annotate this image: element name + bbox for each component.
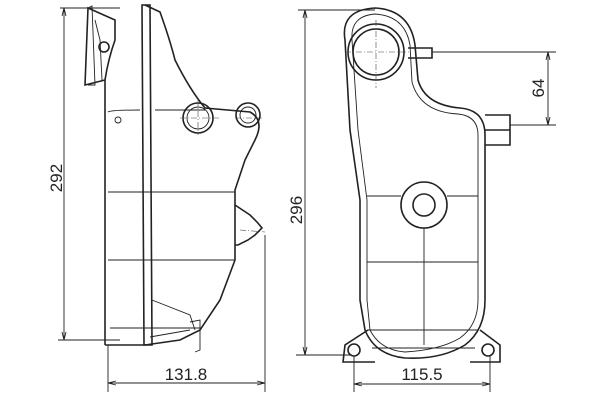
front-view-center-boss [400, 181, 448, 229]
side-view-filler-neck [182, 102, 214, 134]
side-view-filler-neck-inner [186, 106, 210, 130]
side-view-centerlines [180, 100, 266, 233]
side-view-hose-port [235, 102, 261, 128]
side-view-hose-port-inner [239, 106, 257, 124]
dimension-lines [58, 7, 556, 392]
side-view [84, 4, 266, 353]
front-view-center-hole [412, 193, 436, 217]
front-view-centerlines [345, 20, 410, 88]
side-view-outlet-pipe [149, 299, 201, 353]
dim-64-line [432, 51, 556, 126]
front-view-side-outlet [485, 114, 511, 146]
front-view-body-outline [343, 7, 486, 360]
front-view-bands [367, 195, 478, 349]
side-view-bolt [114, 116, 122, 124]
side-view-cap-bracket [87, 5, 103, 86]
front-view-inner-outline [351, 13, 479, 353]
dim-64-label: 64 [529, 79, 548, 98]
dim-296-line [296, 9, 375, 356]
dim-292-label: 292 [47, 164, 66, 192]
dim-115-5-line [353, 356, 491, 392]
front-view-mount-hole-right [481, 343, 495, 357]
front-view-mount-hole-left [347, 343, 361, 357]
side-view-flange [141, 4, 153, 346]
side-view-small-port [98, 41, 110, 53]
front-view-mount-right [470, 329, 501, 363]
dim-131-8-label: 131.8 [165, 365, 208, 384]
front-view-vent-nipple [408, 47, 433, 59]
side-view-sensor-fitting [234, 204, 264, 246]
front-view [342, 7, 511, 363]
dim-296-label: 296 [287, 196, 306, 224]
side-view-bands [107, 109, 235, 329]
dim-131-8-line [107, 235, 266, 392]
front-view-mount-left [342, 329, 375, 363]
dim-292-line [58, 7, 120, 341]
side-view-body-outline [84, 4, 260, 346]
dim-115-5-label: 115.5 [401, 365, 442, 384]
